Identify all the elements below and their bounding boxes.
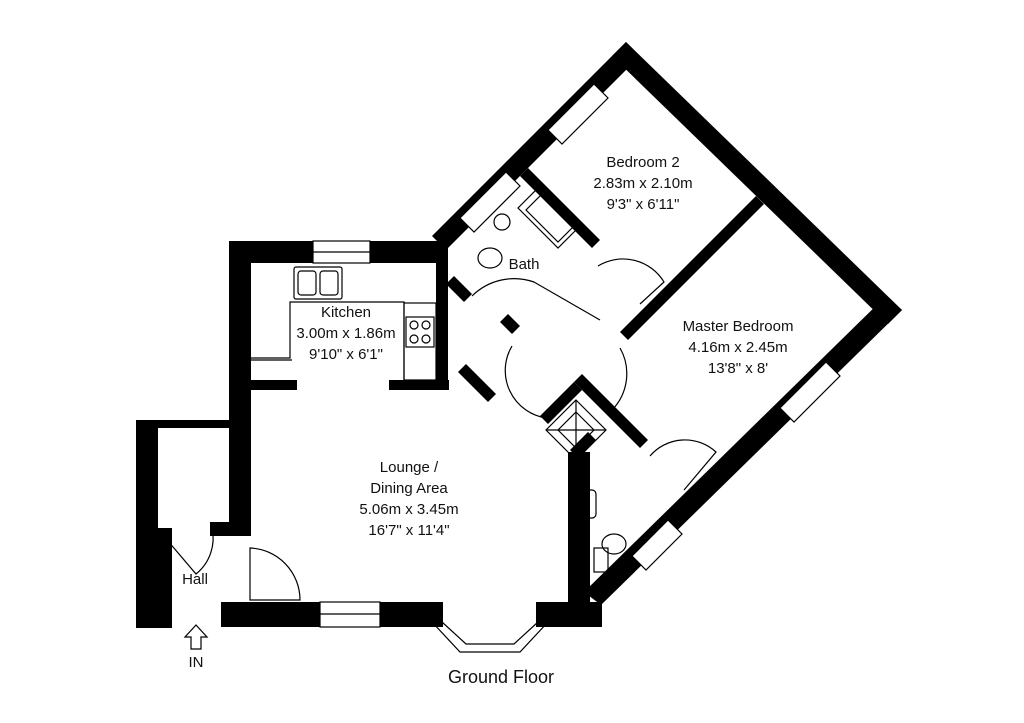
hob-icon bbox=[405, 316, 435, 348]
sink-icon bbox=[293, 266, 343, 300]
room-label-bath: Bath bbox=[509, 256, 540, 273]
exterior-walls bbox=[136, 42, 902, 628]
interior-walls bbox=[446, 168, 764, 520]
entrance-marker: IN bbox=[183, 624, 209, 671]
doors bbox=[161, 258, 717, 601]
room-dimensions-metric: 4.16m x 2.45m bbox=[688, 339, 787, 356]
entrance-label: IN bbox=[189, 654, 204, 671]
arrow-up-icon bbox=[183, 624, 209, 650]
toilet-icon bbox=[593, 533, 627, 573]
room-dimensions-metric: 5.06m x 3.45m bbox=[359, 501, 458, 518]
room-name: Master Bedroom bbox=[683, 318, 794, 335]
room-dimensions-imperial: 16'7" x 11'4" bbox=[368, 522, 449, 539]
room-label-hall: Hall bbox=[182, 571, 208, 588]
windows bbox=[312, 83, 841, 653]
room-label-lounge: Lounge / Dining Area 5.06m x 3.45m 16'7"… bbox=[359, 459, 458, 539]
room-name: Kitchen bbox=[321, 304, 371, 321]
shower-icon bbox=[545, 399, 607, 461]
room-label-master: Master Bedroom 4.16m x 2.45m 13'8" x 8' bbox=[683, 318, 794, 377]
room-dimensions-metric: 2.83m x 2.10m bbox=[593, 175, 692, 192]
basin-icon bbox=[575, 489, 597, 519]
room-label-kitchen: Kitchen 3.00m x 1.86m 9'10" x 6'1" bbox=[296, 304, 395, 363]
room-name: Hall bbox=[182, 571, 208, 588]
room-name: Bedroom 2 bbox=[606, 154, 679, 171]
room-name: Bath bbox=[509, 256, 540, 273]
room-name: Lounge / bbox=[380, 459, 439, 476]
room-dimensions-imperial: 13'8" x 8' bbox=[708, 360, 768, 377]
fixtures bbox=[251, 185, 627, 573]
floor-label: Ground Floor bbox=[448, 667, 554, 687]
bathtub-icon bbox=[517, 185, 581, 249]
room-dimensions-metric: 3.00m x 1.86m bbox=[296, 325, 395, 342]
toilet-icon bbox=[477, 247, 503, 269]
room-dimensions-imperial: 9'10" x 6'1" bbox=[309, 346, 383, 363]
basin-icon bbox=[493, 213, 511, 231]
room-label-bedroom2: Bedroom 2 2.83m x 2.10m 9'3" x 6'11" bbox=[593, 154, 692, 213]
room-dimensions-imperial: 9'3" x 6'11" bbox=[607, 196, 680, 213]
room-name: Dining Area bbox=[370, 480, 448, 497]
